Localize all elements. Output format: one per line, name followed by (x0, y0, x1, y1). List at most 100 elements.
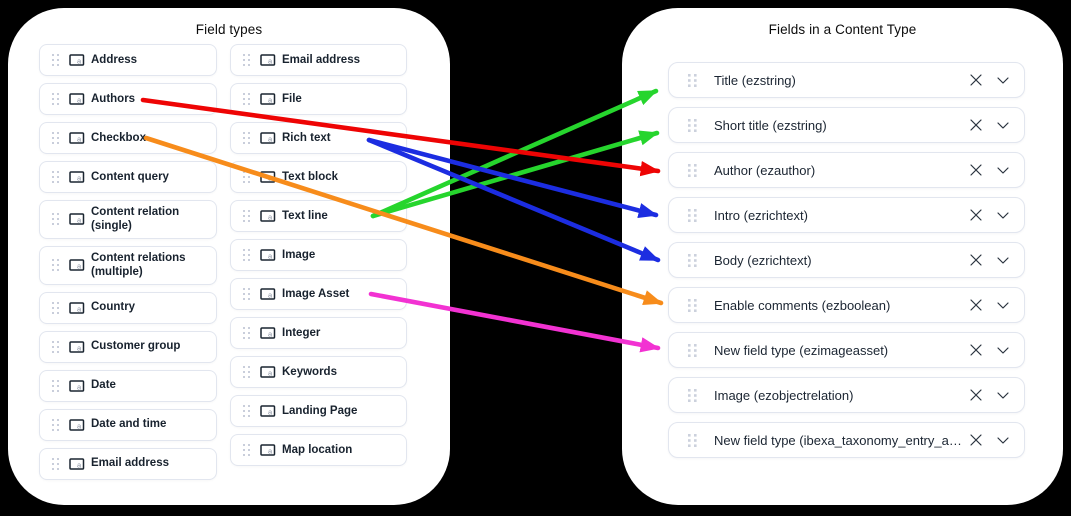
remove-field-button[interactable] (969, 118, 983, 132)
field-type-label: Content query (91, 170, 169, 183)
field-type-date[interactable]: a Date (39, 369, 217, 402)
chevron-down-icon (997, 346, 1009, 354)
content-type-field-label: New field type (ezimageasset) (714, 342, 889, 358)
drag-handle-icon (243, 327, 250, 339)
content-type-field-label: Image (ezobjectrelation) (714, 387, 854, 403)
field-type-email-address[interactable]: a Email address (39, 447, 217, 480)
content-type-field-short-title-ezstring[interactable]: Short title (ezstring) (668, 107, 1025, 143)
expand-field-button[interactable] (996, 391, 1010, 400)
field-type-rich-text[interactable]: a Rich text (230, 122, 407, 154)
field-type-icon: a (69, 379, 85, 392)
svg-text:a: a (77, 421, 82, 430)
drag-handle-icon (688, 253, 697, 267)
field-type-image-asset[interactable]: a Image Asset (230, 278, 407, 310)
field-type-country[interactable]: a Country (39, 291, 217, 324)
drag-handle-icon (243, 366, 250, 378)
content-type-field-label: Enable comments (ezboolean) (714, 297, 891, 313)
expand-field-button[interactable] (996, 346, 1010, 355)
field-type-label: Date and time (91, 418, 167, 431)
content-type-field-new-field-type-ezimageasset[interactable]: New field type (ezimageasset) (668, 332, 1025, 368)
field-type-file[interactable]: a File (230, 83, 407, 115)
field-type-checkbox[interactable]: a Checkbox (39, 122, 217, 154)
expand-field-button[interactable] (996, 76, 1010, 85)
close-icon (970, 164, 982, 176)
remove-field-button[interactable] (969, 73, 983, 87)
chevron-down-icon (997, 211, 1009, 219)
chevron-down-icon (997, 121, 1009, 129)
field-type-integer[interactable]: a Integer (230, 317, 407, 349)
svg-text:a: a (77, 343, 82, 352)
remove-field-button[interactable] (969, 298, 983, 312)
svg-text:a: a (268, 96, 273, 105)
field-type-label: Image (282, 248, 316, 261)
chevron-down-icon (997, 76, 1009, 84)
drag-handle-icon (243, 405, 250, 417)
drag-handle-icon (52, 301, 59, 314)
close-icon (970, 209, 982, 221)
chevron-down-icon (997, 301, 1009, 309)
content-type-field-image-ezobjectrelation[interactable]: Image (ezobjectrelation) (668, 377, 1025, 413)
field-type-label: Text line (282, 209, 328, 222)
remove-field-button[interactable] (969, 163, 983, 177)
svg-text:a: a (77, 262, 82, 271)
drag-handle-icon (688, 208, 697, 222)
drag-handle-icon (52, 213, 59, 226)
content-type-field-intro-ezrichtext[interactable]: Intro (ezrichtext) (668, 197, 1025, 233)
drag-handle-icon (243, 210, 250, 222)
field-type-icon: a (260, 405, 276, 417)
field-type-map-location[interactable]: a Map location (230, 434, 407, 466)
expand-field-button[interactable] (996, 166, 1010, 175)
field-type-icon: a (69, 93, 85, 105)
field-type-icon: a (260, 288, 276, 300)
remove-field-button[interactable] (969, 208, 983, 222)
expand-field-button[interactable] (996, 301, 1010, 310)
field-type-label: Keywords (282, 365, 337, 378)
field-type-keywords[interactable]: a Keywords (230, 356, 407, 388)
field-type-icon: a (260, 327, 276, 339)
field-type-icon: a (69, 301, 85, 314)
field-type-label: Content relation (single) (91, 206, 180, 233)
svg-text:a: a (268, 330, 273, 339)
field-type-image[interactable]: a Image (230, 239, 407, 271)
field-type-date-and-time[interactable]: a Date and time (39, 408, 217, 441)
chevron-down-icon (997, 436, 1009, 444)
field-type-label: File (282, 92, 302, 105)
remove-field-button[interactable] (969, 388, 983, 402)
field-type-email-address[interactable]: a Email address (230, 44, 407, 76)
field-type-content-query[interactable]: a Content query (39, 161, 217, 193)
drag-handle-icon (243, 54, 250, 66)
drag-handle-icon (243, 288, 250, 300)
remove-field-button[interactable] (969, 433, 983, 447)
field-type-icon: a (69, 418, 85, 431)
field-type-address[interactable]: a Address (39, 44, 217, 76)
drag-handle-icon (688, 388, 697, 402)
expand-field-button[interactable] (996, 121, 1010, 130)
drag-handle-icon (688, 343, 697, 357)
svg-text:a: a (268, 174, 273, 183)
remove-field-button[interactable] (969, 253, 983, 267)
field-type-text-block[interactable]: a Text block (230, 161, 407, 193)
field-type-label: Image Asset (282, 287, 350, 300)
close-icon (970, 119, 982, 131)
field-type-landing-page[interactable]: a Landing Page (230, 395, 407, 427)
content-type-field-author-ezauthor[interactable]: Author (ezauthor) (668, 152, 1025, 188)
field-type-customer-group[interactable]: a Customer group (39, 330, 217, 363)
content-type-field-title-ezstring[interactable]: Title (ezstring) (668, 62, 1025, 98)
svg-text:a: a (77, 460, 82, 469)
content-type-field-enable-comments-ezboolean[interactable]: Enable comments (ezboolean) (668, 287, 1025, 323)
chevron-down-icon (997, 256, 1009, 264)
field-type-label: Landing Page (282, 404, 358, 417)
expand-field-button[interactable] (996, 211, 1010, 220)
field-type-text-line[interactable]: a Text line (230, 200, 407, 232)
field-type-authors[interactable]: a Authors (39, 83, 217, 115)
content-type-field-label: Title (ezstring) (714, 72, 796, 88)
content-type-field-new-field-type-ibexa-taxonomy-entry-assign[interactable]: New field type (ibexa_taxonomy_entry_ass… (668, 422, 1025, 458)
content-type-field-label: Short title (ezstring) (714, 117, 827, 133)
field-type-content-relation-single[interactable]: a Content relation (single) (39, 200, 217, 239)
expand-field-button[interactable] (996, 436, 1010, 445)
drag-handle-icon (52, 340, 59, 353)
remove-field-button[interactable] (969, 343, 983, 357)
expand-field-button[interactable] (996, 256, 1010, 265)
field-type-content-relations-multiple[interactable]: a Content relations (multiple) (39, 245, 217, 285)
content-type-field-body-ezrichtext[interactable]: Body (ezrichtext) (668, 242, 1025, 278)
